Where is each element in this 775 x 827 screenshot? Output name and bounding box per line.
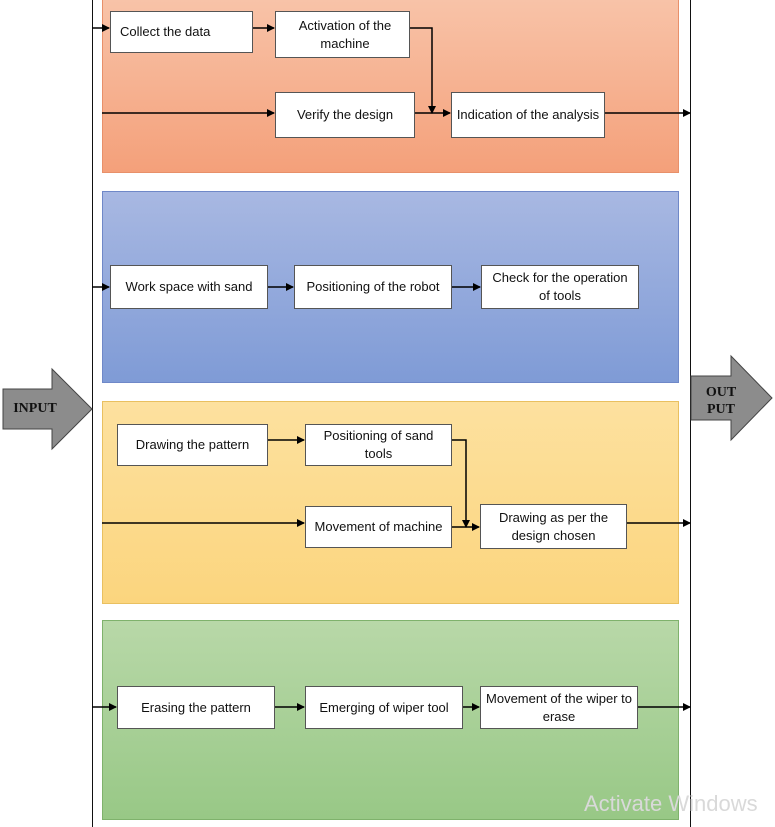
box-activation-machine: Activation of the machine bbox=[275, 11, 410, 58]
box-drawing-pattern: Drawing the pattern bbox=[117, 424, 268, 466]
box-positioning-sand-tools: Positioning of sand tools bbox=[305, 424, 452, 466]
box-erasing-pattern: Erasing the pattern bbox=[117, 686, 275, 729]
input-arrow-shape bbox=[2, 367, 93, 451]
box-work-space-sand: Work space with sand bbox=[110, 265, 268, 309]
activate-windows-watermark: Activate Windows bbox=[584, 791, 758, 816]
box-indication-analysis: Indication of the analysis bbox=[451, 92, 605, 138]
left-boundary-line bbox=[92, 0, 93, 827]
input-label: INPUT bbox=[13, 401, 57, 416]
box-drawing-design-chosen: Drawing as per the design chosen bbox=[480, 504, 627, 549]
connector-activation-to-indication bbox=[410, 27, 436, 114]
box-verify-design: Verify the design bbox=[275, 92, 415, 138]
output-label: OUT PUT bbox=[705, 385, 737, 417]
box-movement-machine: Movement of machine bbox=[305, 506, 452, 548]
connector-sandtools-to-drawing-chosen bbox=[452, 439, 470, 528]
box-emerging-wiper-tool: Emerging of wiper tool bbox=[305, 686, 463, 729]
box-check-operation-tools: Check for the operation of tools bbox=[481, 265, 639, 309]
output-arrow-shape bbox=[690, 354, 773, 442]
box-collect-data: Collect the data bbox=[110, 11, 253, 53]
box-movement-wiper-erase: Movement of the wiper to erase bbox=[480, 686, 638, 729]
box-positioning-robot: Positioning of the robot bbox=[294, 265, 452, 309]
